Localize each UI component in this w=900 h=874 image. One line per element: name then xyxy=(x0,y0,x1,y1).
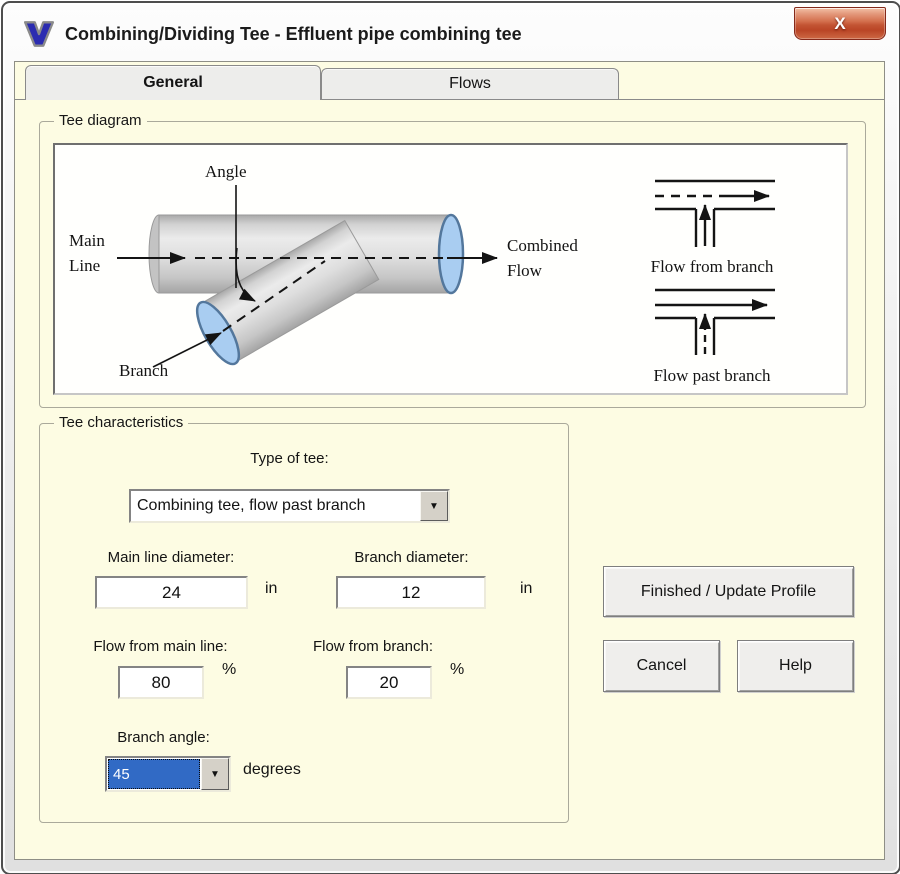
branch-angle-dropdown[interactable]: 45 ▼ xyxy=(105,756,231,792)
angle-arc-arrow xyxy=(235,247,256,302)
finished-update-profile-button[interactable]: Finished / Update Profile xyxy=(603,566,854,617)
type-of-tee-label: Type of tee: xyxy=(250,450,329,467)
main-line-diameter-input[interactable] xyxy=(97,578,246,607)
app-logo-icon xyxy=(23,21,55,47)
branch-angle-dropdown-button[interactable]: ▼ xyxy=(201,758,229,790)
tee-characteristics-group: Tee characteristics xyxy=(39,414,569,823)
flow-from-branch-diagram xyxy=(655,179,775,247)
flow-from-main-line-input[interactable] xyxy=(120,668,202,697)
close-button[interactable]: X xyxy=(794,7,886,40)
flow-from-branch-input[interactable] xyxy=(348,668,430,697)
window-title: Combining/Dividing Tee - Effluent pipe c… xyxy=(65,23,522,44)
flow-from-main-line-label: Flow from main line: xyxy=(93,638,228,655)
combined-flow-label-2: Flow xyxy=(507,261,543,280)
flow-from-branch-unit: % xyxy=(450,661,465,678)
main-line-diameter-field-frame xyxy=(95,576,248,609)
chevron-down-icon: ▼ xyxy=(429,500,439,512)
branch-centerline xyxy=(222,260,326,332)
type-of-tee-dropdown[interactable]: Combining tee, flow past branch ▼ xyxy=(129,489,450,523)
tab-general[interactable]: General xyxy=(25,65,321,100)
flow-from-branch-field-frame xyxy=(346,666,432,699)
branch-diameter-label: Branch diameter: xyxy=(354,549,469,566)
flow-from-main-line-field-frame xyxy=(118,666,204,699)
close-icon: X xyxy=(834,14,846,33)
branch-angle-unit: degrees xyxy=(243,761,301,778)
chevron-down-icon: ▼ xyxy=(210,768,220,780)
branch-diameter-field-frame xyxy=(336,576,486,609)
flow-from-main-line-unit: % xyxy=(222,661,237,678)
tee-diagram-group: Tee diagram xyxy=(39,112,866,408)
tee-characteristics-group-label: Tee characteristics xyxy=(54,414,189,431)
tee-diagram-illustration: Angle Main Line Combined Flow Branch xyxy=(69,162,775,385)
cancel-button[interactable]: Cancel xyxy=(603,640,720,692)
angle-label: Angle xyxy=(205,162,247,181)
main-line-diameter-unit: in xyxy=(265,580,278,597)
flow-past-branch-diagram xyxy=(655,288,775,355)
branch-angle-value: 45 xyxy=(108,759,200,789)
tab-flows[interactable]: Flows xyxy=(321,68,619,99)
branch-pointer-arrow xyxy=(152,332,222,368)
branch-diameter-input[interactable] xyxy=(338,578,484,607)
combined-flow-label-1: Combined xyxy=(507,236,578,255)
main-line-diameter-label: Main line diameter: xyxy=(107,549,235,566)
branch-diameter-unit: in xyxy=(520,580,533,597)
type-of-tee-dropdown-button[interactable]: ▼ xyxy=(420,491,448,521)
flow-past-branch-caption: Flow past branch xyxy=(653,366,771,385)
titlebar: Combining/Dividing Tee - Effluent pipe c… xyxy=(15,11,789,57)
main-line-label-2: Line xyxy=(69,256,100,275)
flow-from-branch-label: Flow from branch: xyxy=(312,638,434,655)
branch-angle-label: Branch angle: xyxy=(117,729,210,746)
flow-from-branch-caption: Flow from branch xyxy=(651,257,774,276)
type-of-tee-value: Combining tee, flow past branch xyxy=(137,497,366,514)
tee-diagram-group-label: Tee diagram xyxy=(54,112,147,129)
combined-opening xyxy=(437,213,465,295)
main-line-label-1: Main xyxy=(69,231,105,250)
branch-label: Branch xyxy=(119,361,169,380)
tabstrip-baseline xyxy=(15,99,884,100)
tee-diagram-panel: Angle Main Line Combined Flow Branch xyxy=(53,143,848,395)
help-button[interactable]: Help xyxy=(737,640,854,692)
